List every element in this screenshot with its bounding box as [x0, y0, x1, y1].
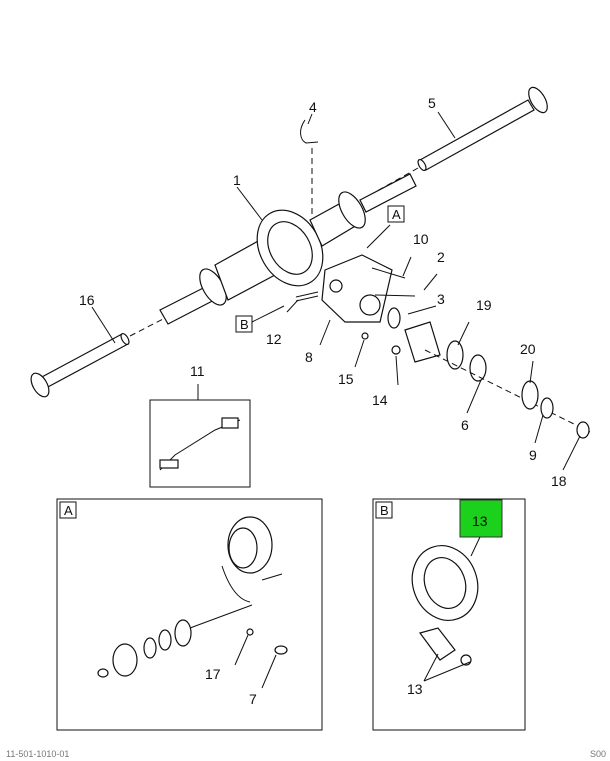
callout-19[interactable]: 19 [476, 297, 492, 313]
detail-b-label: B [380, 503, 389, 518]
nut[interactable] [391, 345, 401, 355]
callout-18[interactable]: 18 [551, 473, 567, 489]
callout-12[interactable]: 12 [266, 331, 282, 347]
stud[interactable] [371, 267, 406, 279]
callout-14[interactable]: 14 [372, 392, 388, 408]
yoke-nut[interactable] [576, 421, 590, 439]
callout-13-highlight[interactable] [459, 499, 503, 538]
detail-a-fork[interactable] [221, 565, 251, 603]
stud-bolt[interactable] [295, 291, 319, 302]
seal-9[interactable] [540, 397, 554, 419]
view-a-reference [366, 205, 405, 249]
callout-11[interactable]: 11 [190, 363, 205, 379]
callout-6[interactable]: 6 [461, 417, 469, 433]
callout-13[interactable]: 13 [472, 513, 488, 529]
ring-6[interactable] [469, 354, 487, 382]
callout-15[interactable]: 15 [338, 371, 354, 387]
callout-13-detail-b[interactable]: 13 [407, 681, 423, 697]
callout-7[interactable]: 7 [249, 691, 257, 707]
pinion-assembly[interactable] [404, 321, 441, 363]
detail-a-rings[interactable] [143, 629, 172, 659]
ring-gear[interactable] [402, 536, 488, 629]
washer[interactable] [361, 332, 369, 340]
view-a-ref-label: A [392, 207, 401, 222]
callout-16[interactable]: 16 [79, 292, 95, 308]
bolt[interactable] [374, 294, 416, 297]
callout-8[interactable]: 8 [305, 349, 313, 365]
view-b-reference [235, 305, 285, 333]
detail-b-box [372, 498, 526, 731]
detail-a-sensor[interactable] [274, 645, 288, 655]
detail-a-label: A [64, 503, 73, 518]
cotter-pin[interactable] [300, 119, 319, 144]
right-axle-shaft[interactable] [416, 84, 551, 172]
callout-10[interactable]: 10 [413, 231, 429, 247]
harness-box [149, 399, 251, 488]
detail-a-box [56, 498, 323, 731]
left-axle-shaft[interactable] [27, 332, 130, 399]
axle-housing[interactable] [159, 173, 417, 325]
pinion-gear[interactable] [418, 627, 472, 666]
footer-drawing-number: 11-501-1010-01 [6, 749, 70, 759]
detail-a-shaft[interactable] [189, 604, 253, 629]
view-b-ref-label: B [240, 317, 249, 332]
callout-4[interactable]: 4 [309, 99, 317, 115]
detail-a-spring-small[interactable] [97, 668, 109, 678]
detail-a-spring[interactable] [261, 573, 283, 581]
leader-lines [91, 111, 581, 689]
detail-a-washer[interactable] [246, 628, 254, 636]
callout-20[interactable]: 20 [520, 341, 536, 357]
callout-3[interactable]: 3 [437, 291, 445, 307]
callout-9[interactable]: 9 [529, 447, 537, 463]
footer-code: S00 [589, 749, 606, 759]
detail-a-gear-small[interactable] [174, 619, 192, 647]
callout-2[interactable]: 2 [437, 249, 445, 265]
callout-1[interactable]: 1 [233, 172, 241, 188]
gear-19[interactable] [446, 340, 464, 370]
differential-carrier[interactable] [321, 254, 393, 323]
bearing-adjuster[interactable] [387, 307, 401, 329]
callout-17[interactable]: 17 [205, 666, 221, 682]
detail-a-gear[interactable] [227, 516, 273, 574]
callout-5[interactable]: 5 [428, 95, 436, 111]
gear-20[interactable] [521, 380, 539, 410]
detail-a-hub[interactable] [112, 643, 138, 677]
